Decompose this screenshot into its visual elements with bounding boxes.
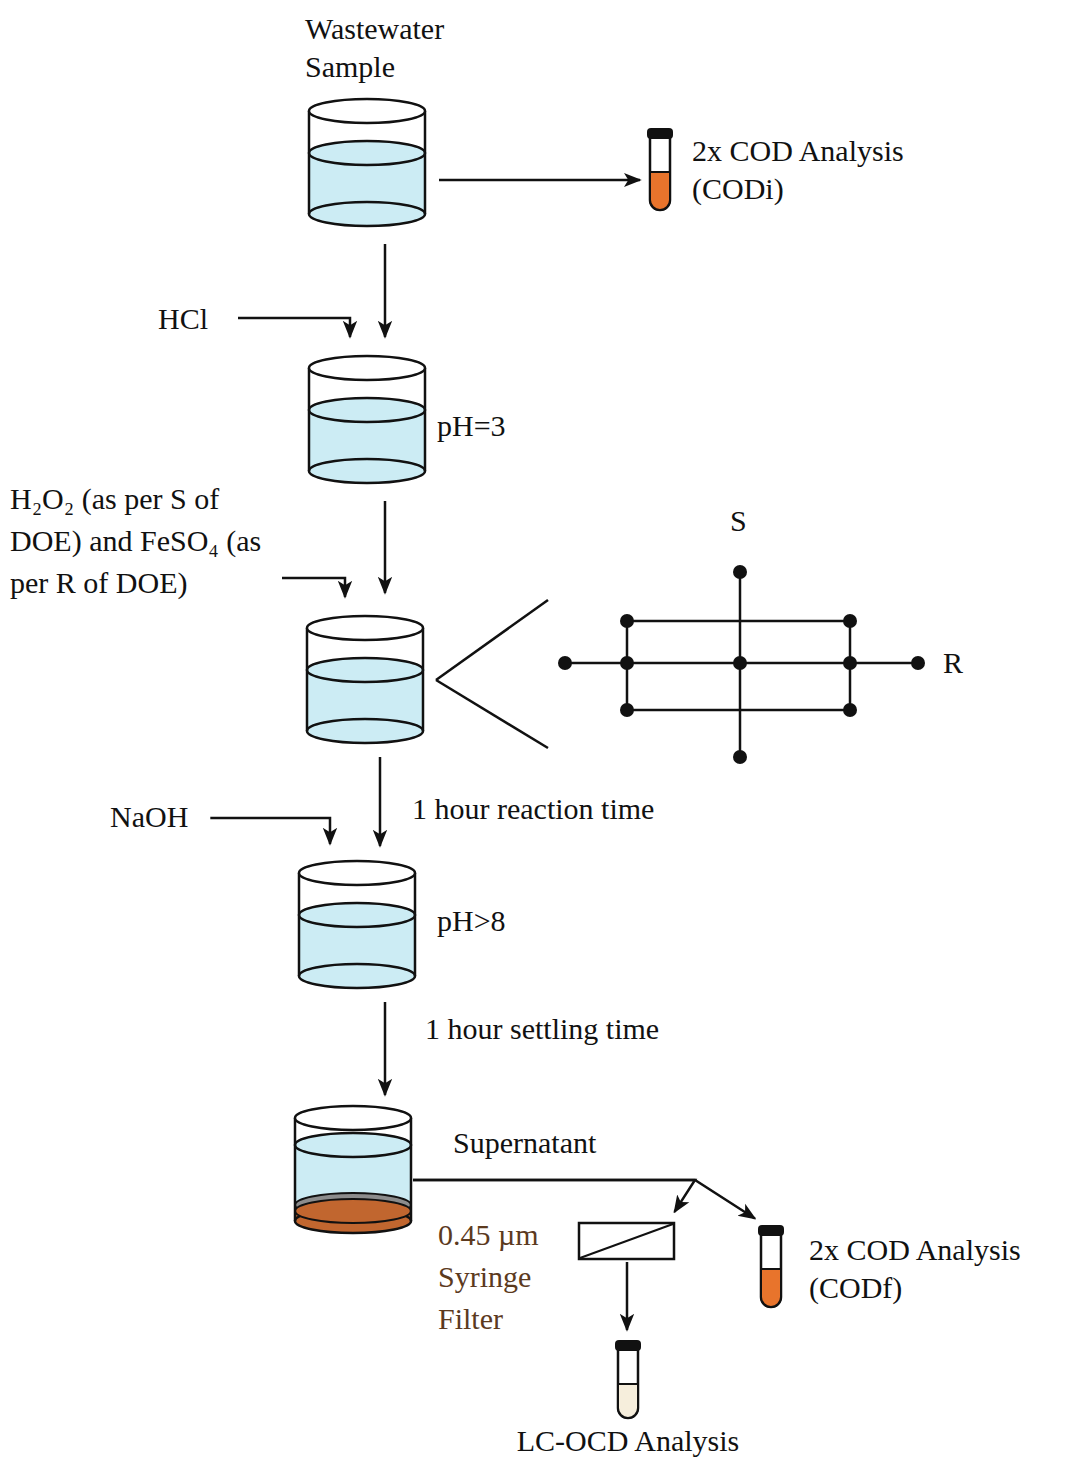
cod-tube-shape [646, 128, 674, 212]
node-label: pH>8 [437, 902, 506, 940]
wastewater-beaker: Wastewater Sample [307, 98, 427, 228]
node-label: 0.45 µm Syringe Filter [438, 1214, 568, 1340]
neutralized-beaker: pH>8 [297, 860, 417, 990]
node-label: Wastewater Sample [305, 10, 495, 85]
cod-tube-shape [757, 1225, 785, 1309]
syringe-filter-shape [578, 1222, 675, 1260]
zoom-line [436, 680, 548, 748]
lcocd-tube: LC-OCD Analysis [614, 1340, 642, 1420]
doe-points [558, 565, 925, 764]
flow-arrow [384, 501, 387, 593]
flow-arrow [413, 1180, 755, 1219]
doe-grid [627, 621, 850, 710]
flow-arrow [384, 1002, 387, 1095]
acidified-beaker: pH=3 [307, 355, 427, 485]
reagent-label: HCl [158, 300, 208, 338]
lcocd-tube-shape [614, 1340, 642, 1420]
flow-arrow [384, 244, 387, 337]
wastewater-beaker-shape [307, 98, 427, 228]
node-label: 2x COD Analysis (CODf) [809, 1231, 1087, 1306]
flow-arrow [413, 1180, 695, 1212]
flow-arrow [379, 757, 382, 846]
axis-label: R [943, 644, 963, 682]
syringe-filter: 0.45 µm Syringe Filter [578, 1222, 675, 1260]
node-label: pH=3 [437, 407, 506, 445]
zoom-line [436, 600, 548, 680]
node-label: 2x COD Analysis (CODi) [692, 132, 970, 207]
reagent-label: H₂O₂ (as per S of DOE) and FeSO₄ (as per… [10, 478, 282, 604]
node-label: LC-OCD Analysis [478, 1424, 778, 1457]
flow-arrow [626, 1262, 629, 1330]
axis-label: S [730, 502, 747, 540]
flow-arrow [439, 179, 640, 182]
flow-arrow [210, 818, 330, 844]
acidified-beaker-shape [307, 355, 427, 485]
flow-arrow [282, 578, 345, 597]
step-label: 1 hour settling time [425, 1010, 659, 1048]
step-label: 1 hour reaction time [412, 790, 654, 828]
settling-beaker [293, 1105, 413, 1235]
neutralized-beaker-shape [297, 860, 417, 990]
cod-tube: 2x COD Analysis (CODi) [646, 128, 674, 212]
reaction-beaker [305, 615, 425, 745]
cod-tube: 2x COD Analysis (CODf) [757, 1225, 785, 1309]
reagent-label: NaOH [110, 798, 188, 836]
node-label: H₂O₂ (as per S of DOE) and FeSO₄ (as per… [10, 478, 282, 604]
settling-beaker-shape [293, 1105, 413, 1235]
flow-arrow [238, 318, 350, 337]
node-label: HCl [158, 300, 208, 338]
stream-label: Supernatant [453, 1124, 596, 1162]
node-label: NaOH [110, 798, 188, 836]
reaction-beaker-shape [305, 615, 425, 745]
